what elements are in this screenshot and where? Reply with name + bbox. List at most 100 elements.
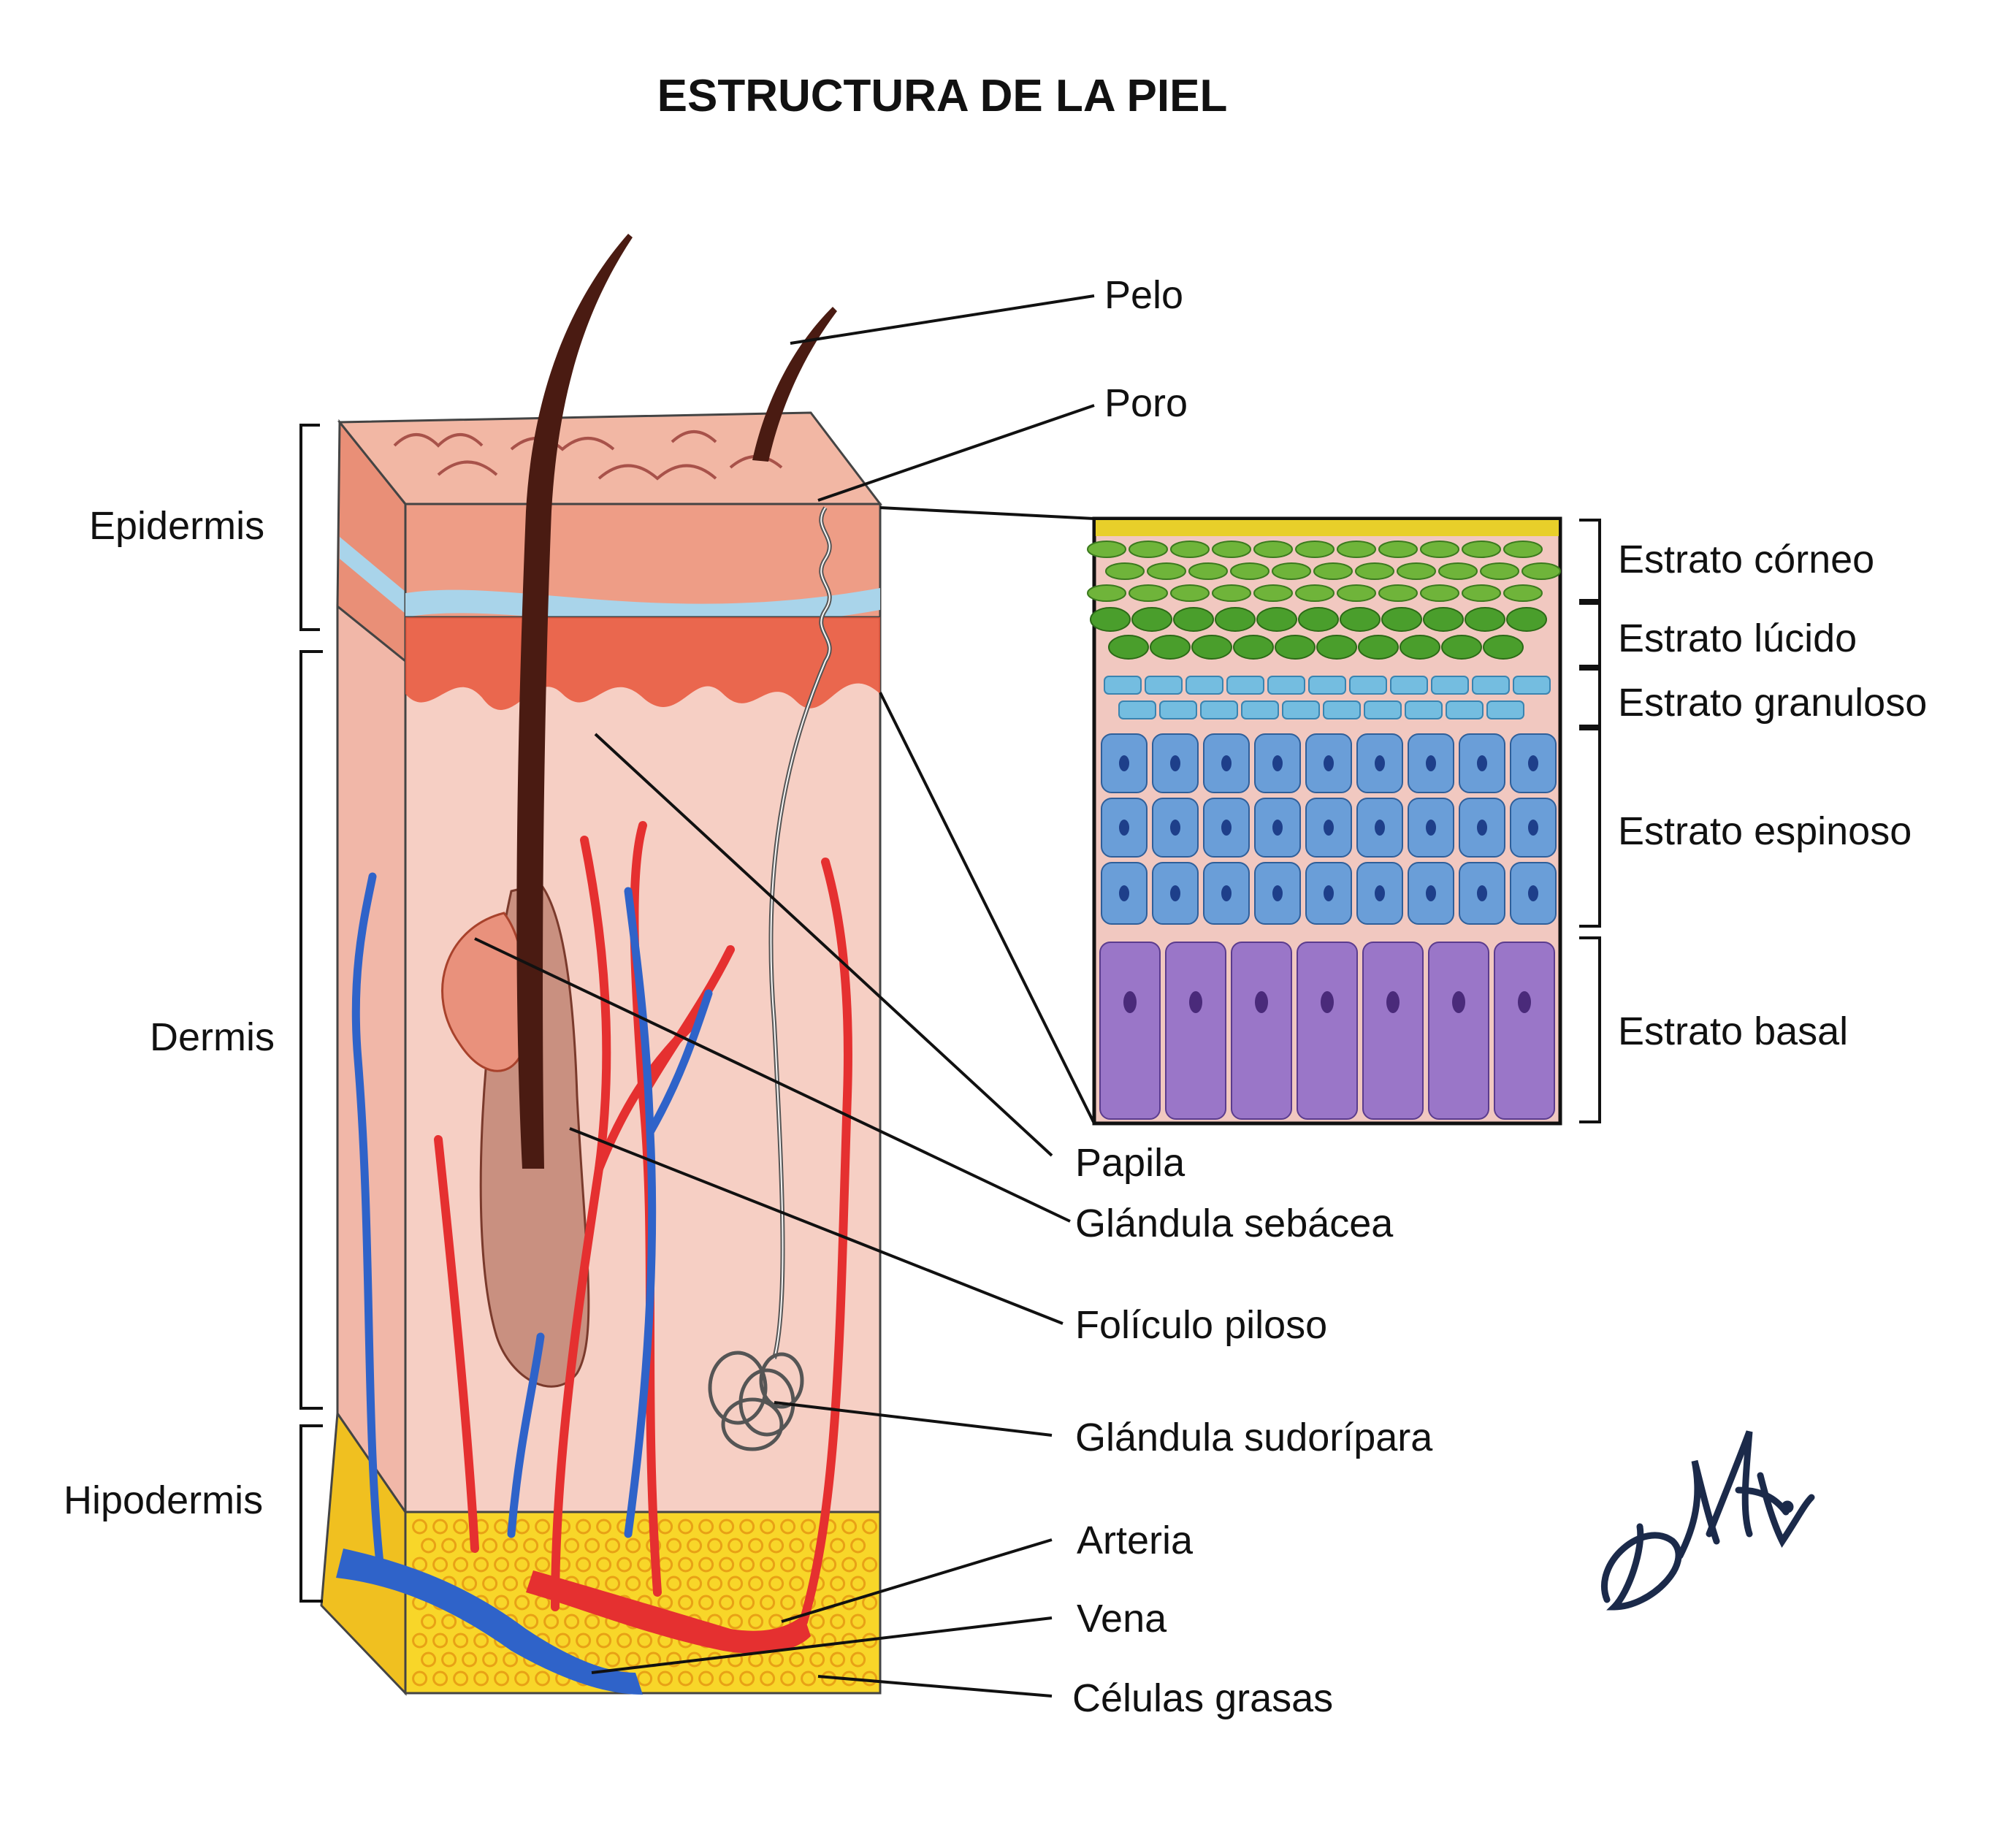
leader-poro [817,404,1095,502]
fat-cell [555,1633,571,1649]
brace-lucido [1579,602,1601,668]
fat-cell [535,1557,551,1573]
leader-foliculo [569,1127,1064,1325]
fat-cell [789,1538,805,1554]
fat-cell [841,1557,858,1573]
corneo-cell [1337,584,1376,602]
fat-cell [789,1576,805,1592]
fat-cell [780,1670,796,1687]
fat-cell [576,1519,592,1535]
label-foliculo-piloso: Folículo piloso [1075,1303,1327,1347]
fat-cell [850,1652,866,1668]
fat-cell [719,1670,735,1687]
basal-cell [1099,942,1161,1120]
fat-cell [698,1557,714,1573]
espinoso-nucleus [1272,755,1283,771]
brace-hipodermis [299,1424,323,1603]
basal-cell [1297,942,1358,1120]
basal-nucleus [1255,991,1268,1013]
fat-cell [760,1670,776,1687]
label-dermis: Dermis [150,1015,275,1059]
fat-cell [625,1538,641,1554]
leader-lines [474,294,1095,1698]
fat-cell [432,1557,448,1573]
fat-cell [707,1538,723,1554]
fat-cell [719,1557,735,1573]
fat-cell [453,1633,469,1649]
lucido-cell [1465,607,1505,632]
corneo-cell [1188,562,1228,580]
fat-cell [564,1614,580,1630]
leader-arteria [781,1538,1053,1623]
fat-cell [739,1670,755,1687]
fat-cell [739,1595,755,1611]
fat-cell [657,1519,673,1535]
fat-cell [780,1595,796,1611]
lucido-cell [1150,635,1191,660]
fat-cell [482,1652,498,1668]
artery-main [526,1570,811,1654]
page-title: ESTRUCTURA DE LA PIEL [657,71,1228,121]
lucido-cell [1131,607,1172,632]
fat-cell [535,1519,551,1535]
fat-cell [760,1557,776,1573]
basal-nucleus [1452,991,1465,1013]
corneo-cell [1295,541,1335,558]
fat-cell [576,1557,592,1573]
brace-epidermis [299,424,320,631]
fat-cell [473,1633,489,1649]
fat-cell [482,1538,498,1554]
fat-cell [473,1557,489,1573]
corneo-cell [1397,562,1436,580]
sweat-gland-coil [708,1351,804,1451]
espinoso-nucleus [1324,755,1334,771]
granuloso-cell [1118,700,1156,719]
fat-cell [616,1557,633,1573]
label-hipodermis: Hipodermis [64,1478,263,1522]
fat-cell [687,1576,703,1592]
fat-cell [760,1519,776,1535]
lucido-cell [1215,607,1256,632]
corneo-cell [1438,562,1478,580]
fat-cell [801,1670,817,1687]
lucido-cell [1233,635,1274,660]
lucido-cell [1298,607,1339,632]
corneo-cell [1295,584,1335,602]
lucido-cell [1173,607,1214,632]
fat-cell [748,1576,764,1592]
granuloso-cell [1185,676,1223,695]
espinoso-nucleus [1375,755,1385,771]
granuloso-cell [1267,676,1305,695]
fat-cell [494,1595,510,1611]
corneo-cell [1253,584,1293,602]
fat-cell [494,1557,510,1573]
basal-cell [1428,942,1489,1120]
corneo-cell [1253,541,1293,558]
fat-cell [596,1633,612,1649]
fat-cell [728,1652,744,1668]
fat-cell [698,1670,714,1687]
leader-vena [591,1616,1053,1674]
fat-cell [748,1538,764,1554]
strata-braces [1579,519,1601,1123]
fat-cell [453,1670,469,1687]
fat-cell [514,1670,530,1687]
fat-cell [421,1614,437,1630]
corneo-cell [1147,562,1186,580]
corneo-cell [1170,541,1210,558]
lucido-cell [1108,635,1149,660]
fat-cell [503,1538,519,1554]
fat-cell [625,1652,641,1668]
leader-papila [594,733,1053,1157]
fat-cell [514,1595,530,1611]
granuloso-cell [1405,700,1443,719]
espinoso-nucleus [1375,885,1385,901]
label-celulas-grasas: Células grasas [1072,1676,1333,1720]
skin-surface [337,411,883,505]
basal-nucleus [1123,991,1137,1013]
espinoso-nucleus [1477,885,1487,901]
espinoso-nucleus [1324,885,1334,901]
fat-cell [850,1614,866,1630]
sweat-duct-inner [770,507,831,1359]
espinoso-nucleus [1324,820,1334,836]
